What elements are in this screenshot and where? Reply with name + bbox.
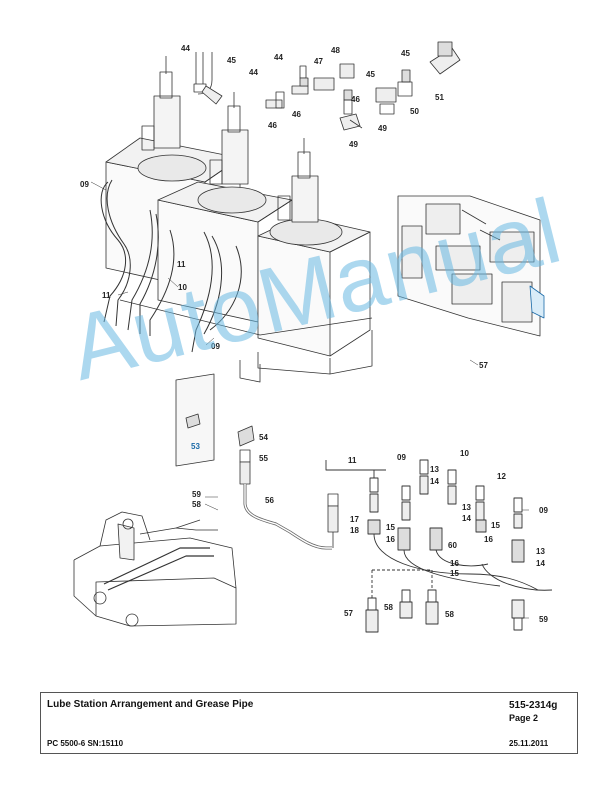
callout-18: 18	[350, 526, 359, 535]
callout-60: 60	[448, 541, 457, 550]
callout-58: 58	[384, 603, 393, 612]
callout-13: 13	[536, 547, 545, 556]
title-block: Lube Station Arrangement and Grease Pipe…	[40, 692, 578, 754]
callout-51: 51	[435, 93, 444, 102]
top-fittings	[193, 41, 461, 131]
hose-lines-group	[325, 459, 553, 633]
callout-09: 09	[211, 342, 220, 351]
model-serial: PC 5500-6 SN:15110	[47, 739, 124, 748]
callout-44: 44	[181, 44, 190, 53]
callout-11: 11	[348, 456, 357, 465]
callout-44: 44	[274, 53, 283, 62]
valve-block-assembly	[397, 195, 545, 337]
callout-14: 14	[430, 477, 439, 486]
callout-48: 48	[331, 46, 340, 55]
callout-49: 49	[349, 140, 358, 149]
callout-55: 55	[259, 454, 268, 463]
callout-11: 11	[102, 291, 111, 300]
callout-16: 16	[450, 559, 459, 568]
callout-09: 09	[539, 506, 548, 515]
callout-49: 49	[378, 124, 387, 133]
callout-15: 15	[386, 523, 395, 532]
callout-10: 10	[460, 449, 469, 458]
callout-56: 56	[265, 496, 274, 505]
callout-53: 53	[191, 442, 200, 451]
pump-columns	[141, 56, 319, 223]
callout-13: 13	[430, 465, 439, 474]
callout-58: 58	[192, 500, 201, 509]
machine-frame-detail	[73, 511, 237, 627]
callout-16: 16	[484, 535, 493, 544]
callout-45: 45	[401, 49, 410, 58]
callout-57: 57	[344, 609, 353, 618]
callout-09: 09	[80, 180, 89, 189]
grease-pipe-section	[175, 373, 339, 550]
page-number: Page 2	[509, 713, 539, 723]
callout-12: 12	[497, 472, 506, 481]
callout-45: 45	[366, 70, 375, 79]
callout-54: 54	[259, 433, 268, 442]
part-callouts: 44 45 44 48 44 47 45 45 46 46 46 50 51 4…	[80, 44, 548, 624]
callout-13: 13	[462, 503, 471, 512]
callout-17: 17	[350, 515, 359, 524]
callout-10: 10	[178, 283, 187, 292]
callout-58: 58	[445, 610, 454, 619]
document-number: 515-2314g	[509, 700, 558, 711]
callout-46: 46	[268, 121, 277, 130]
callout-11: 11	[177, 260, 186, 269]
callout-14: 14	[536, 559, 545, 568]
callout-14: 14	[462, 514, 471, 523]
leader-lines	[90, 181, 529, 619]
lube-station-tanks	[105, 137, 373, 383]
callout-57: 57	[479, 361, 488, 370]
callout-16: 16	[386, 535, 395, 544]
callout-59: 59	[539, 615, 548, 624]
callout-47: 47	[314, 57, 323, 66]
callout-44: 44	[249, 68, 258, 77]
drawing-title: Lube Station Arrangement and Grease Pipe	[47, 699, 254, 710]
callout-46: 46	[292, 110, 301, 119]
callout-46: 46	[351, 95, 360, 104]
callout-15: 15	[450, 569, 459, 578]
callout-59: 59	[192, 490, 201, 499]
callout-45: 45	[227, 56, 236, 65]
callout-09: 09	[397, 453, 406, 462]
callout-50: 50	[410, 107, 419, 116]
callout-15: 15	[491, 521, 500, 530]
station-hoses	[100, 179, 242, 353]
revision-date: 25.11.2011	[509, 739, 549, 748]
